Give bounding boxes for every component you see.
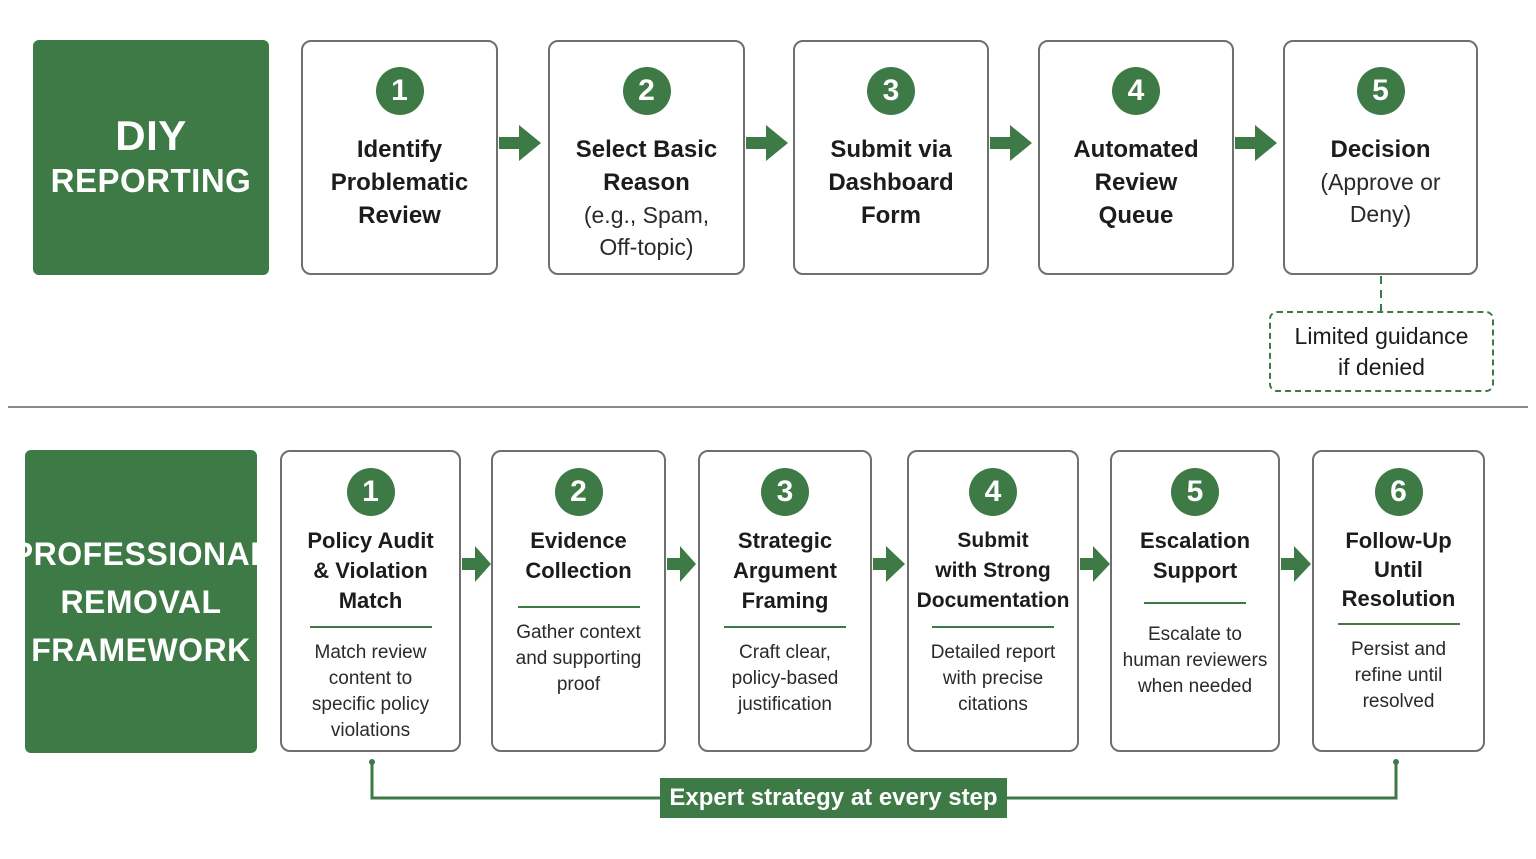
step-title: Decision bbox=[1330, 136, 1431, 163]
step-number-badge: 5 bbox=[1356, 67, 1405, 115]
arrow-icon bbox=[873, 546, 905, 582]
pro-step-4: 4 Submit with Strong Documentation Detai… bbox=[907, 450, 1079, 752]
step-title: Identify Problematic Review bbox=[330, 136, 469, 229]
step-subtitle: (e.g., Spam, Off-topic) bbox=[583, 202, 710, 260]
diy-label-line2: REPORTING bbox=[50, 161, 252, 199]
arrow-icon bbox=[1235, 125, 1277, 161]
step-title: Policy Audit & Violation Match bbox=[307, 528, 434, 613]
step-description: Detailed report with precise citations bbox=[930, 642, 1056, 715]
step-number-badge: 5 bbox=[1171, 468, 1219, 516]
step-divider bbox=[309, 626, 432, 628]
step-title: Submit with Strong Documentation bbox=[916, 529, 1070, 612]
diy-step-1: 1 Identify Problematic Review bbox=[301, 40, 498, 275]
step-divider bbox=[724, 626, 846, 628]
step-description: Match review content to specific policy … bbox=[311, 642, 430, 741]
arrow-icon bbox=[499, 125, 541, 161]
arrow-icon bbox=[990, 125, 1032, 161]
expert-strategy-banner: Expert strategy at every step bbox=[660, 778, 1007, 818]
pro-step-1: 1 Policy Audit & Violation Match Match r… bbox=[280, 450, 461, 752]
step-divider bbox=[517, 606, 640, 608]
diy-label-block: DIY REPORTING bbox=[33, 40, 269, 275]
step-title: Submit via Dashboard Form bbox=[828, 136, 954, 229]
step-title: Automated Review Queue bbox=[1073, 136, 1199, 229]
pro-label-line2: REMOVAL bbox=[60, 583, 222, 620]
bracket-dot bbox=[1393, 759, 1399, 765]
step-title: Select Basic Reason bbox=[575, 136, 718, 196]
arrow-icon bbox=[462, 546, 491, 582]
step-number-badge: 2 bbox=[622, 67, 671, 115]
step-description: Escalate to human reviewers when needed bbox=[1122, 624, 1268, 697]
step-number-badge: 1 bbox=[346, 468, 395, 516]
step-divider bbox=[1337, 623, 1460, 625]
step-number-badge: 6 bbox=[1374, 468, 1423, 516]
step-divider bbox=[932, 626, 1054, 628]
pro-label-line3: FRAMEWORK bbox=[31, 631, 251, 668]
step-description: Gather context and supporting proof bbox=[515, 622, 642, 695]
diy-step-2: 2 Select Basic Reason (e.g., Spam, Off-t… bbox=[548, 40, 745, 275]
arrow-icon bbox=[667, 546, 696, 582]
pro-label-block: PROFESSIONAL REMOVAL FRAMEWORK bbox=[12, 450, 270, 753]
pro-label-line1: PROFESSIONAL bbox=[11, 535, 271, 572]
step-number-badge: 4 bbox=[969, 468, 1017, 516]
limited-guidance-note: Limited guidance if denied bbox=[1269, 311, 1494, 392]
step-description: Persist and refine until resolved bbox=[1350, 639, 1447, 712]
pro-step-3: 3 Strategic Argument Framing Craft clear… bbox=[698, 450, 872, 752]
diy-step-3: 3 Submit via Dashboard Form bbox=[793, 40, 989, 275]
step-number-badge: 3 bbox=[867, 67, 915, 115]
step-title: Follow-Up Until Resolution bbox=[1341, 528, 1456, 611]
pro-arrows bbox=[462, 546, 1311, 582]
section-divider bbox=[8, 406, 1528, 408]
arrow-icon bbox=[746, 125, 788, 161]
pro-step-5: 5 Escalation Support Escalate to human r… bbox=[1110, 450, 1280, 752]
step-number-badge: 3 bbox=[761, 468, 809, 516]
step-title: Escalation Support bbox=[1139, 528, 1251, 583]
step-subtitle: (Approve or Deny) bbox=[1320, 169, 1441, 227]
arrow-icon bbox=[1080, 546, 1110, 582]
diy-arrows bbox=[499, 125, 1277, 161]
diy-step-5: 5 Decision (Approve or Deny) bbox=[1283, 40, 1478, 275]
bracket-dot bbox=[369, 759, 375, 765]
step-number-badge: 1 bbox=[375, 67, 424, 115]
step-description: Craft clear, policy-based justification bbox=[731, 642, 839, 715]
step-number-badge: 4 bbox=[1112, 67, 1160, 115]
step-divider bbox=[1144, 602, 1246, 604]
step-title: Strategic Argument Framing bbox=[733, 528, 837, 613]
diy-label-line1: DIY bbox=[115, 111, 187, 159]
pro-step-2: 2 Evidence Collection Gather context and… bbox=[491, 450, 666, 752]
arrow-icon bbox=[1281, 546, 1311, 582]
step-number-badge: 2 bbox=[554, 468, 603, 516]
step-title: Evidence Collection bbox=[525, 528, 632, 583]
pro-step-6: 6 Follow-Up Until Resolution Persist and… bbox=[1312, 450, 1485, 752]
diy-step-4: 4 Automated Review Queue bbox=[1038, 40, 1234, 275]
